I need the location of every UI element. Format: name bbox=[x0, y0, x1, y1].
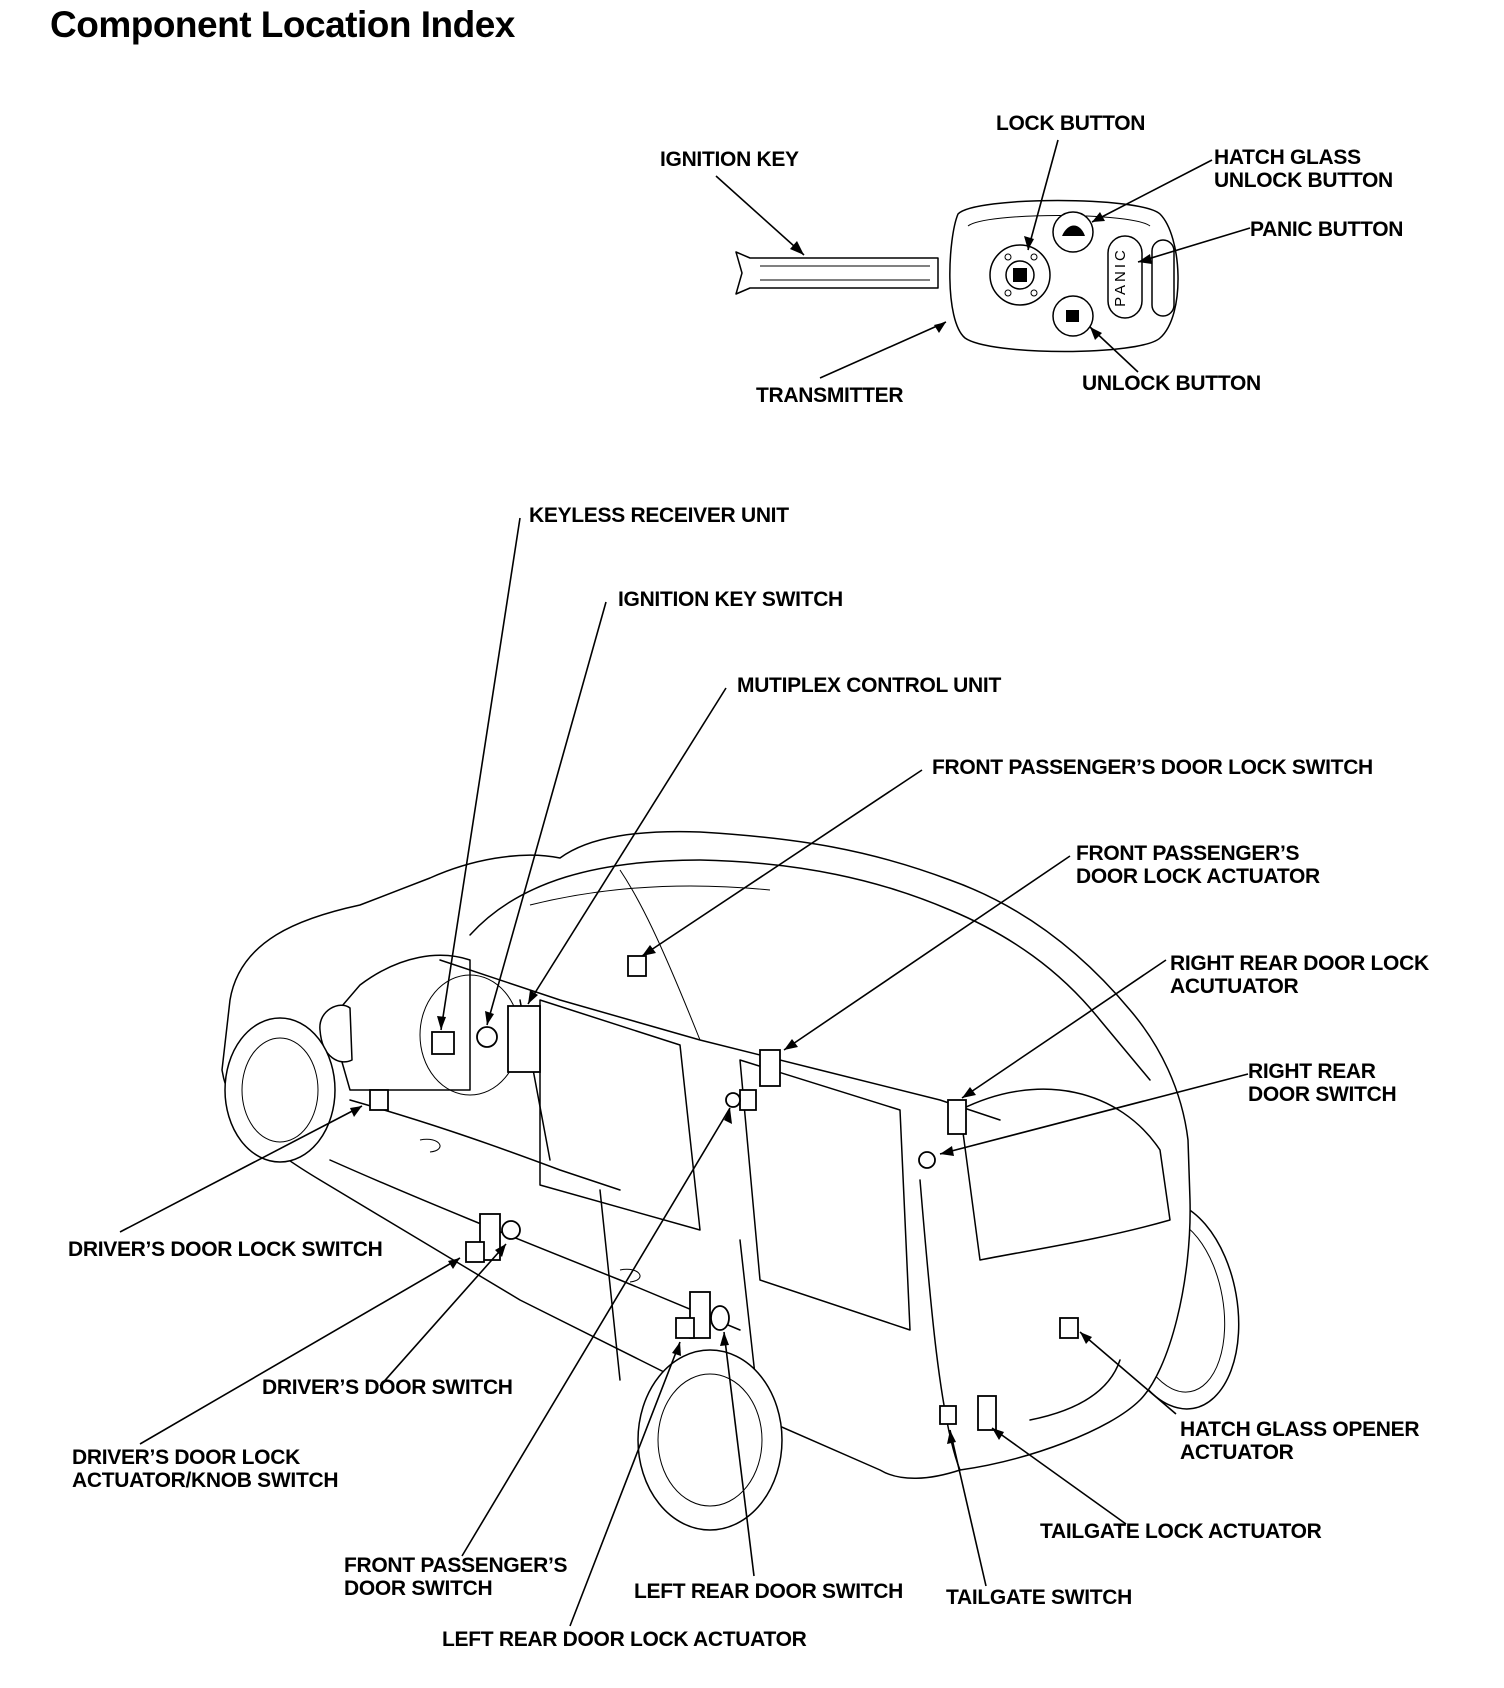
label-drivers-door-lock-switch: DRIVER’S DOOR LOCK SWITCH bbox=[68, 1238, 383, 1261]
label-drivers-door-lock-actuator-knob-switch: DRIVER’S DOOR LOCK ACTUATOR/KNOB SWITCH bbox=[72, 1446, 339, 1492]
label-tailgate-switch: TAILGATE SWITCH bbox=[946, 1586, 1133, 1609]
page-title: Component Location Index bbox=[50, 4, 515, 45]
panic-button-text: PANIC bbox=[1112, 247, 1129, 307]
vehicle-leader-lines bbox=[119, 517, 1249, 1627]
label-left-rear-door-lock-actuator: LEFT REAR DOOR LOCK ACTUATOR bbox=[442, 1628, 807, 1651]
label-multiplex-control-unit: MUTIPLEX CONTROL UNIT bbox=[737, 674, 1001, 697]
vehicle-illustration bbox=[221, 830, 1240, 1531]
label-left-rear-door-switch: LEFT REAR DOOR SWITCH bbox=[634, 1580, 904, 1603]
vehicle-leader-arrowheads bbox=[350, 945, 1092, 1444]
key-leader-lines bbox=[715, 139, 1251, 379]
label-drivers-door-switch: DRIVER’S DOOR SWITCH bbox=[262, 1376, 513, 1399]
ignition-key-illustration bbox=[735, 251, 939, 295]
transmitter-illustration bbox=[949, 199, 1179, 353]
label-tailgate-lock-actuator: TAILGATE LOCK ACTUATOR bbox=[1040, 1520, 1322, 1543]
label-front-passenger-door-switch: FRONT PASSENGER’S DOOR SWITCH bbox=[344, 1554, 568, 1600]
label-ignition-key-switch: IGNITION KEY SWITCH bbox=[618, 588, 843, 611]
label-front-passenger-door-lock-actuator: FRONT PASSENGER’S DOOR LOCK ACTUATOR bbox=[1076, 842, 1320, 888]
label-right-rear-door-switch: RIGHT REAR DOOR SWITCH bbox=[1248, 1060, 1397, 1106]
label-front-passenger-door-lock-switch: FRONT PASSENGER’S DOOR LOCK SWITCH bbox=[932, 756, 1373, 779]
label-right-rear-door-lock-actuator: RIGHT REAR DOOR LOCK ACUTUATOR bbox=[1170, 952, 1429, 998]
label-hatch-glass-opener-actuator: HATCH GLASS OPENER ACTUATOR bbox=[1180, 1418, 1420, 1464]
label-ignition-key: IGNITION KEY bbox=[660, 148, 799, 171]
label-unlock-button: UNLOCK BUTTON bbox=[1082, 372, 1261, 395]
label-keyless-receiver-unit: KEYLESS RECEIVER UNIT bbox=[529, 504, 789, 527]
label-transmitter: TRANSMITTER bbox=[756, 384, 904, 407]
label-lock-button: LOCK BUTTON bbox=[996, 112, 1146, 135]
label-hatch-glass-unlock-button: HATCH GLASS UNLOCK BUTTON bbox=[1214, 146, 1393, 192]
label-panic-button: PANIC BUTTON bbox=[1250, 218, 1404, 241]
key-leader-arrowheads bbox=[790, 212, 1152, 340]
vehicle-components bbox=[369, 955, 1079, 1431]
